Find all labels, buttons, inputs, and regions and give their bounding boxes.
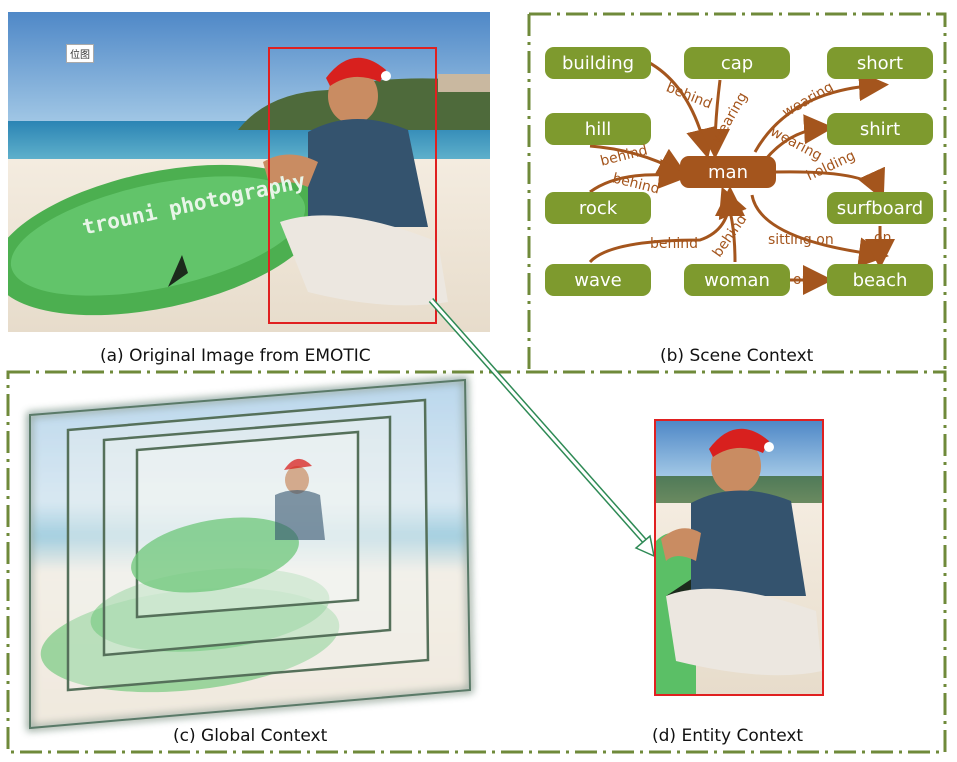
node-building: building xyxy=(545,47,651,79)
original-image: 位图 trouni photography xyxy=(8,12,490,332)
node-short: short xyxy=(827,47,933,79)
label-surfboard-beach: on xyxy=(874,230,892,246)
node-surfboard: surfboard xyxy=(827,192,933,224)
edge-woman-man xyxy=(718,186,747,263)
caption-entity-context: (d) Entity Context xyxy=(652,726,804,746)
edge-cap-man xyxy=(700,79,731,159)
edge-man-surfboard xyxy=(774,166,885,201)
edge-man-short xyxy=(753,71,889,153)
edge-man-shirt xyxy=(763,114,834,161)
node-shirt: shirt xyxy=(827,113,933,145)
caption-original-image: (a) Original Image from EMOTIC xyxy=(100,346,371,366)
node-wave: wave xyxy=(545,264,651,296)
entity-bounding-box xyxy=(268,47,437,324)
caption-scene-context: (b) Scene Context xyxy=(660,346,814,366)
edge-man-beach xyxy=(750,194,889,268)
entity-crop-image xyxy=(654,419,824,696)
node-rock: rock xyxy=(545,192,651,224)
node-cap: cap xyxy=(684,47,790,79)
label-woman-beach: on xyxy=(793,272,811,288)
scene-context-frame xyxy=(527,12,947,372)
node-man: man xyxy=(680,156,776,188)
label-man-beach: sitting on xyxy=(768,232,834,248)
bitmap-watermark: 位图 xyxy=(66,44,94,63)
edge-rock-man xyxy=(589,158,689,194)
bottom-panels-frame xyxy=(6,370,947,754)
layer-1 xyxy=(29,378,472,730)
node-beach: beach xyxy=(827,264,933,296)
label-wave-man: behind xyxy=(650,236,699,252)
caption-global-context: (c) Global Context xyxy=(173,726,328,746)
node-woman: woman xyxy=(684,264,790,296)
node-hill: hill xyxy=(545,113,651,145)
